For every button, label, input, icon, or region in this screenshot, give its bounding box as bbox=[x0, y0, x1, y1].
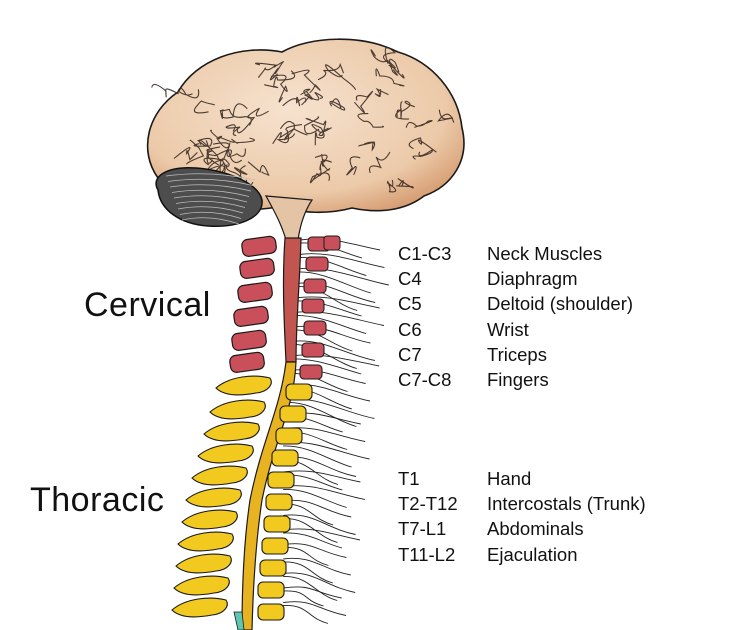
thoracic-process bbox=[286, 384, 312, 400]
level-label: T7-L1 bbox=[398, 516, 487, 541]
thoracic-process bbox=[258, 604, 284, 620]
cervical-process bbox=[300, 365, 322, 379]
thoracic-function-table: T1 Hand T2-T12 Intercostals (Trunk) T7-L… bbox=[398, 466, 646, 567]
thoracic-vertebrae bbox=[172, 376, 312, 620]
table-row: T11-L2 Ejaculation bbox=[398, 542, 646, 567]
thoracic-vertebra bbox=[172, 598, 227, 617]
thoracic-process bbox=[268, 472, 294, 488]
thoracic-process bbox=[272, 450, 298, 466]
cervical-vertebra bbox=[239, 258, 275, 280]
thoracic-vertebra bbox=[216, 376, 271, 395]
function-label: Intercostals (Trunk) bbox=[487, 491, 646, 516]
level-label: T2-T12 bbox=[398, 491, 487, 516]
thoracic-process bbox=[262, 538, 288, 554]
function-label: Hand bbox=[487, 466, 531, 491]
thoracic-vertebra bbox=[192, 466, 247, 485]
cervical-vertebra bbox=[241, 236, 277, 258]
table-row: T1 Hand bbox=[398, 466, 646, 491]
table-row: T7-L1 Abdominals bbox=[398, 516, 646, 541]
function-label: Deltoid (shoulder) bbox=[487, 291, 633, 316]
level-label: T1 bbox=[398, 466, 487, 491]
table-row: C1-C3 Neck Muscles bbox=[398, 241, 633, 266]
cervical-vertebra bbox=[231, 330, 267, 352]
level-label: C5 bbox=[398, 291, 487, 316]
table-row: C6 Wrist bbox=[398, 317, 633, 342]
thoracic-region-label: Thoracic bbox=[30, 481, 164, 520]
brainstem bbox=[266, 196, 312, 240]
cervical-vertebra bbox=[229, 352, 265, 374]
level-label: C7 bbox=[398, 342, 487, 367]
thoracic-vertebra bbox=[182, 510, 237, 529]
cervical-vertebra bbox=[237, 282, 273, 304]
thoracic-process bbox=[260, 560, 286, 576]
thoracic-vertebra bbox=[178, 532, 233, 551]
level-label: C1-C3 bbox=[398, 241, 487, 266]
thoracic-process bbox=[280, 406, 306, 422]
cervical-process bbox=[324, 236, 340, 250]
cord-end-marker bbox=[234, 612, 244, 630]
table-row: T2-T12 Intercostals (Trunk) bbox=[398, 491, 646, 516]
thoracic-process bbox=[266, 494, 292, 510]
cervical-process bbox=[304, 321, 326, 335]
thoracic-process bbox=[264, 516, 290, 532]
function-label: Diaphragm bbox=[487, 266, 578, 291]
function-label: Abdominals bbox=[487, 516, 584, 541]
level-label: C7-C8 bbox=[398, 367, 487, 392]
table-row: C7-C8 Fingers bbox=[398, 367, 633, 392]
cervical-region-label: Cervical bbox=[84, 286, 211, 325]
cervical-process bbox=[304, 279, 326, 293]
cervical-function-table: C1-C3 Neck Muscles C4 Diaphragm C5 Delto… bbox=[398, 241, 633, 392]
thoracic-process bbox=[276, 428, 302, 444]
brain bbox=[148, 39, 464, 240]
thoracic-vertebra bbox=[176, 554, 231, 573]
function-label: Neck Muscles bbox=[487, 241, 602, 266]
cervical-process bbox=[302, 299, 324, 313]
level-label: C6 bbox=[398, 317, 487, 342]
function-label: Fingers bbox=[487, 367, 549, 392]
thoracic-vertebra bbox=[174, 576, 229, 595]
thoracic-vertebra bbox=[186, 488, 241, 507]
cervical-process bbox=[306, 257, 328, 271]
function-label: Ejaculation bbox=[487, 542, 578, 567]
thoracic-process bbox=[258, 582, 284, 598]
spinal-cord-cervical bbox=[283, 238, 301, 362]
cervical-process bbox=[302, 343, 324, 357]
table-row: C5 Deltoid (shoulder) bbox=[398, 291, 633, 316]
thoracic-vertebra bbox=[210, 400, 265, 419]
table-row: C4 Diaphragm bbox=[398, 266, 633, 291]
cervical-vertebra bbox=[233, 306, 269, 328]
level-label: C4 bbox=[398, 266, 487, 291]
thoracic-vertebra bbox=[198, 444, 253, 463]
thoracic-vertebra bbox=[204, 422, 259, 441]
function-label: Wrist bbox=[487, 317, 529, 342]
level-label: T11-L2 bbox=[398, 542, 487, 567]
table-row: C7 Triceps bbox=[398, 342, 633, 367]
function-label: Triceps bbox=[487, 342, 547, 367]
